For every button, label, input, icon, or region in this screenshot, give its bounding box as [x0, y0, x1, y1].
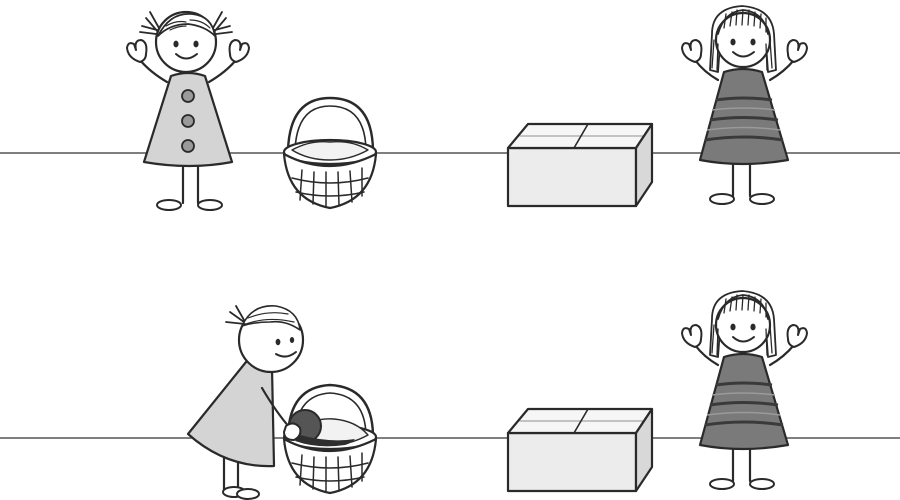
anne-girl-watching-2	[680, 289, 809, 491]
box-closed	[506, 122, 654, 208]
sally-girl-standing	[125, 10, 251, 212]
box-closed-2	[506, 407, 654, 493]
panel-1	[0, 4, 900, 212]
basket-empty	[282, 96, 378, 210]
sally-girl-bending	[186, 305, 305, 500]
anne-girl-watching	[680, 4, 809, 206]
panel-2	[0, 289, 900, 500]
basket-with-ball-group	[282, 383, 378, 495]
